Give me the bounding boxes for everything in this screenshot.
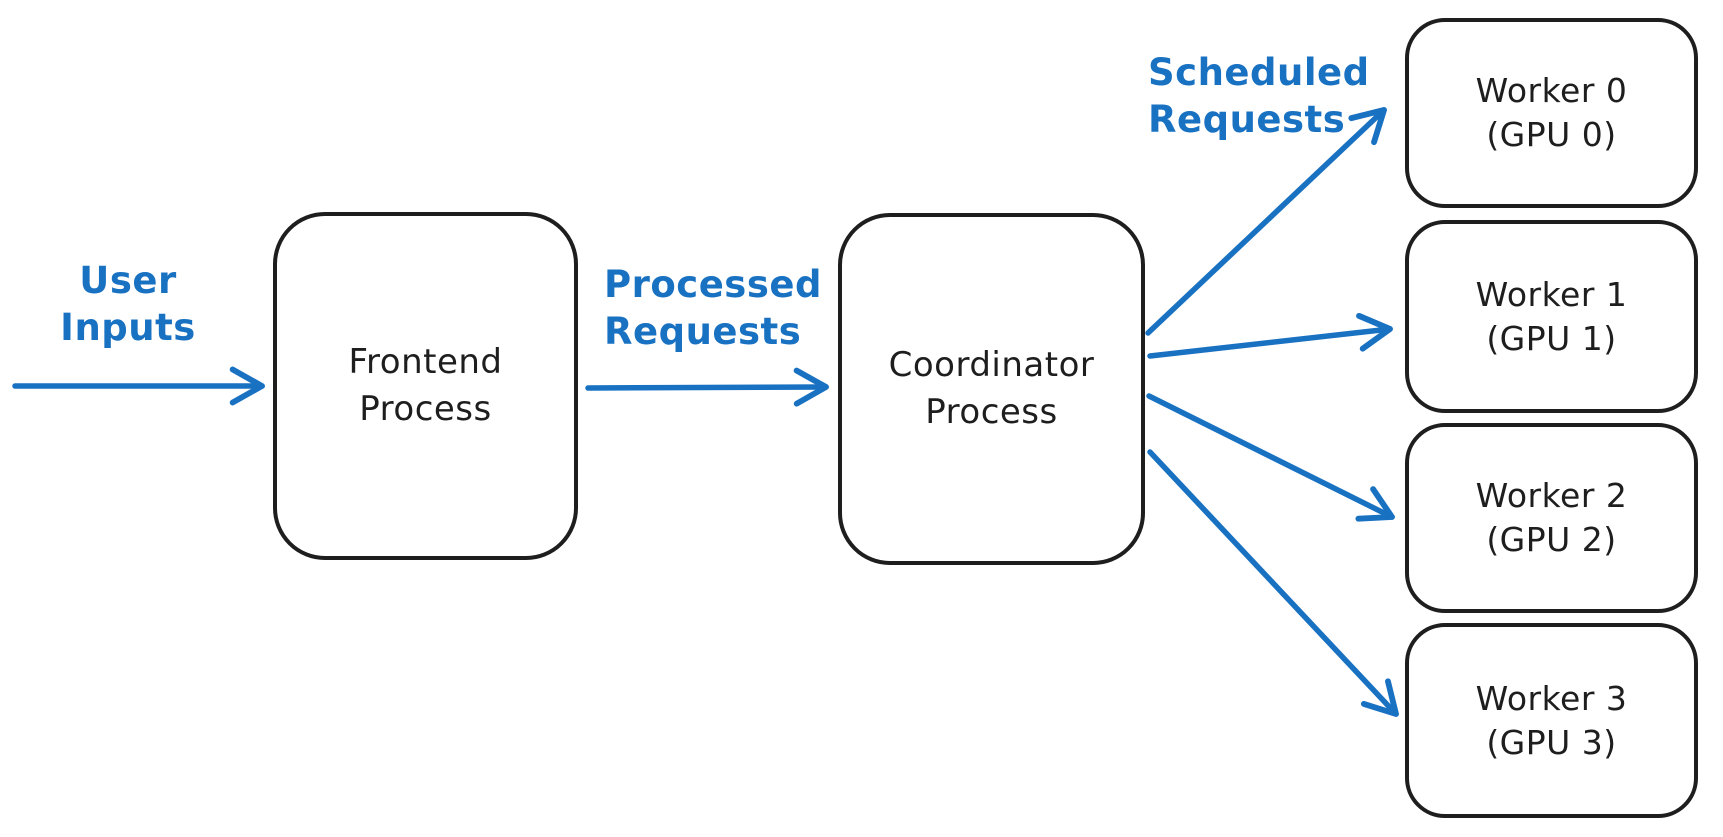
scheduled-requests-label-line1: Scheduled [1148, 51, 1370, 94]
processed-requests-arrow [585, 367, 829, 407]
scheduled-requests-label: Scheduled Requests [1148, 50, 1370, 143]
frontend-process-node: Frontend Process [273, 212, 578, 560]
coordinator-process-label-line2: Process [925, 392, 1058, 432]
worker-2-label-line2: (GPU 2) [1486, 520, 1617, 559]
processed-requests-label-line2: Requests [604, 309, 802, 353]
worker-1-label-line2: (GPU 1) [1486, 318, 1617, 358]
user-inputs-label: User Inputs [48, 258, 208, 351]
scheduled-requests-arrow-worker2 [1146, 393, 1395, 522]
frontend-process-label-line2: Process [359, 389, 492, 429]
worker-0-label-line2: (GPU 0) [1486, 115, 1617, 154]
worker-1-label-line1: Worker 1 [1475, 274, 1628, 314]
worker-0-node: Worker 0 (GPU 0) [1405, 18, 1698, 208]
frontend-process-label-line1: Frontend [348, 342, 503, 383]
scheduled-requests-arrow-worker3 [1147, 449, 1399, 717]
processed-requests-label: Processed Requests [604, 262, 822, 355]
worker-3-label-line2: (GPU 3) [1486, 722, 1617, 762]
worker-2-label-line1: Worker 2 [1475, 476, 1628, 516]
coordinator-process-label-line1: Coordinator [888, 345, 1095, 386]
worker-3-node: Worker 3 (GPU 3) [1405, 623, 1698, 818]
user-inputs-label-line2: Inputs [60, 305, 196, 349]
processed-requests-label-line1: Processed [604, 263, 822, 306]
worker-0-label-line1: Worker 0 [1475, 71, 1628, 111]
scheduled-requests-arrow-worker0 [1145, 107, 1387, 336]
user-inputs-label-line1: User [79, 259, 177, 302]
coordinator-process-node: Coordinator Process [838, 213, 1145, 565]
worker-1-node: Worker 1 (GPU 1) [1405, 220, 1698, 413]
scheduled-requests-label-line2: Requests [1148, 97, 1346, 141]
scheduled-requests-arrow-worker1 [1147, 312, 1393, 359]
worker-3-label-line1: Worker 3 [1475, 678, 1628, 718]
worker-2-node: Worker 2 (GPU 2) [1405, 423, 1698, 613]
